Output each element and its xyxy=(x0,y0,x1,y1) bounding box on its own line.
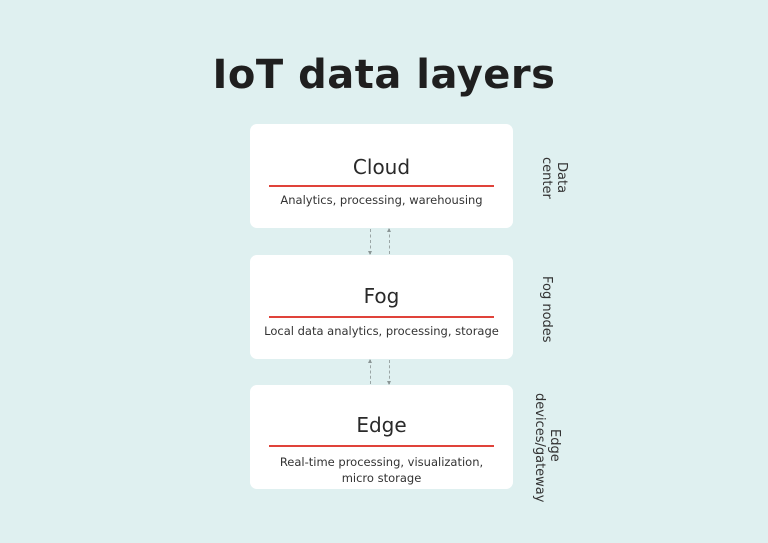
fog-to-edge-arrow xyxy=(387,360,391,385)
fog-divider xyxy=(269,316,494,318)
edge-layer-name: Edge xyxy=(356,413,407,437)
edge-divider xyxy=(269,445,494,447)
edge-layer-description: Real-time processing, visualization, mic… xyxy=(279,455,484,485)
arrow-up-icon xyxy=(368,359,372,363)
diagram-title: IoT data layers xyxy=(212,52,556,98)
cloud-layer-box: Cloud Analytics, processing, warehousing xyxy=(250,124,513,228)
fog-layer-box: Fog Local data analytics, processing, st… xyxy=(250,255,513,359)
fog-to-cloud-arrow xyxy=(387,228,391,254)
cloud-to-fog-arrow xyxy=(368,229,372,255)
cloud-divider xyxy=(269,185,494,187)
cloud-layer-description: Analytics, processing, warehousing xyxy=(280,193,483,207)
fog-layer-name: Fog xyxy=(363,284,400,308)
arrow-up-icon xyxy=(387,228,391,232)
arrow-down-icon xyxy=(387,381,391,385)
cloud-layer-name: Cloud xyxy=(352,155,411,179)
edge-side-label: Edge devices/gateway xyxy=(532,393,562,503)
arrow-down-icon xyxy=(368,251,372,255)
edge-to-fog-arrow xyxy=(368,359,372,384)
cloud-side-label: Data center xyxy=(539,157,569,199)
fog-layer-description: Local data analytics, processing, storag… xyxy=(264,324,499,338)
edge-layer-box: Edge Real-time processing, visualization… xyxy=(250,385,513,489)
fog-side-label: Fog nodes xyxy=(539,275,554,343)
